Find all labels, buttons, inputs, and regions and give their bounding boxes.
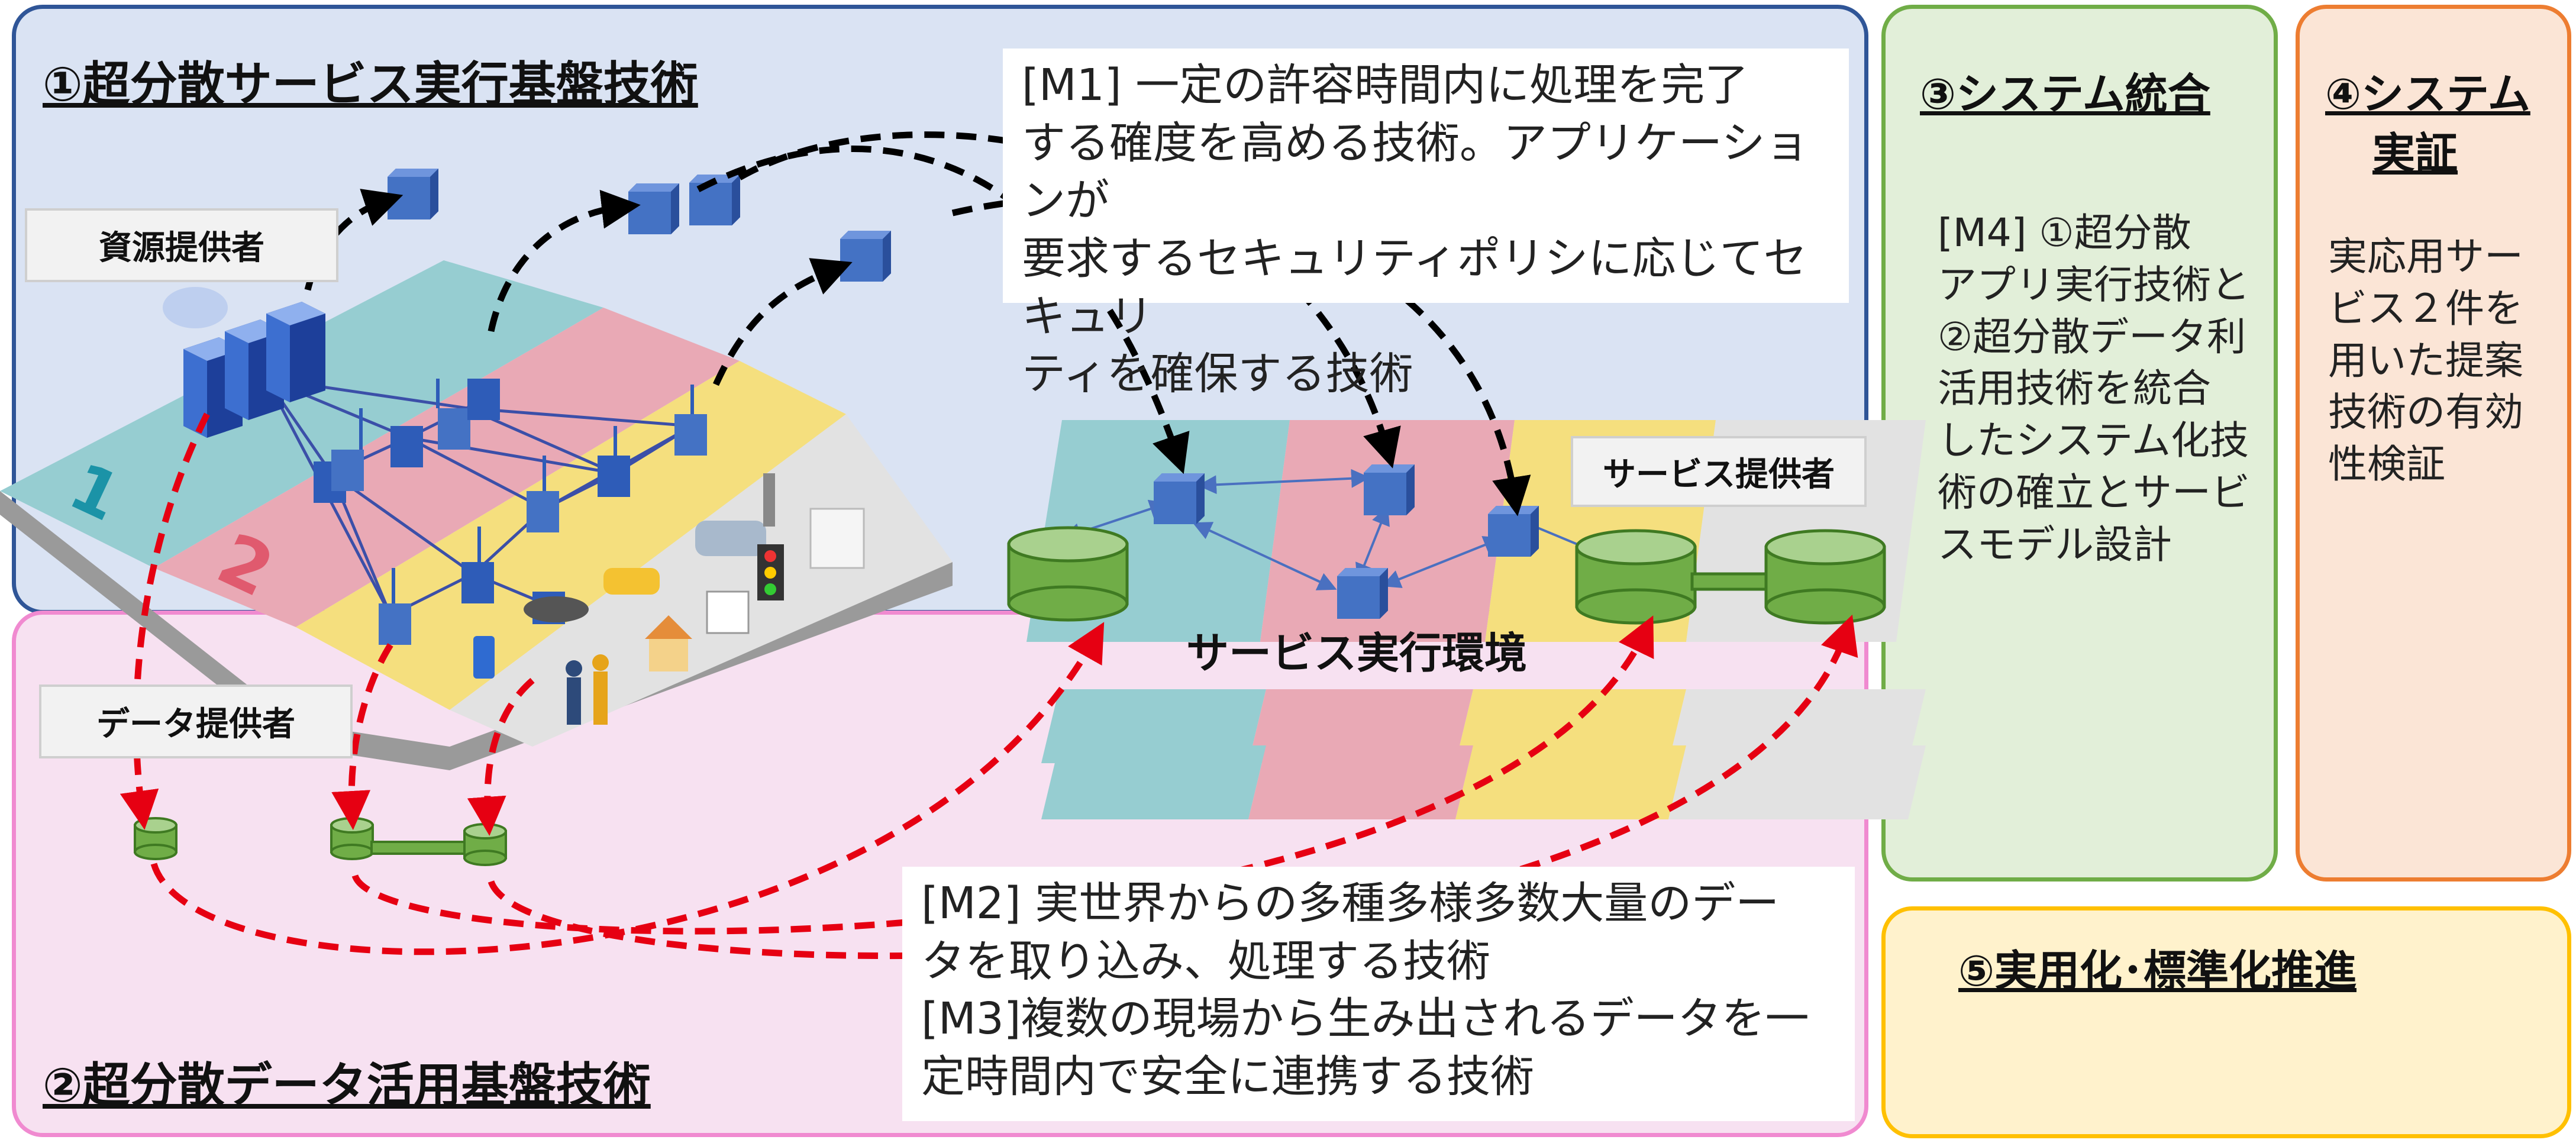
- m2-line-2: タを取り込み、処理する技術: [921, 935, 1490, 987]
- data-provider-label: データ提供者: [39, 684, 353, 758]
- section-title-data-utilization: ②超分散データ活用基盤技術: [43, 1058, 651, 1113]
- zone-pink: [154, 308, 740, 627]
- m2-m3-description: [M2] 実世界からの多種多様多数大量のデー タを取り込み、処理する技術 [M3…: [902, 867, 1855, 1121]
- env-cube-4: [1488, 506, 1539, 557]
- m4-description: [M4] ①超分散 アプリ実行技術と ②超分散データ利 活用技術を統合 したシス…: [1938, 207, 2269, 570]
- demo-line-2: ビス２件を: [2328, 285, 2523, 331]
- m1-line-4: ティを確保する技術: [1022, 348, 1413, 400]
- demo-line-1: 実応用サー: [2328, 234, 2523, 279]
- zone-yellow: [296, 361, 846, 710]
- m3-line-1: [M3]複数の現場から生み出されるデータを一: [921, 993, 1809, 1045]
- m1-description: [M1] 一定の許容時間内に処理を完了 する確度を高める技術。アプリケーションが…: [1003, 49, 1849, 399]
- edge-nodes: [314, 379, 707, 645]
- section-title-system-demonstration-2: 実証: [2372, 128, 2458, 178]
- data-source-cylinders: [134, 817, 507, 866]
- m1-line-3: 要求するセキュリティポリシに応じてセキュリ: [1022, 233, 1807, 342]
- panel-practical-standardization: [1881, 906, 2571, 1138]
- env-cube-2: [1364, 464, 1415, 515]
- section-title-system-integration: ③システム統合: [1920, 69, 2210, 119]
- panel-system-integration: [1881, 5, 2278, 882]
- m4-line-6: 術の確立とサービ: [1938, 469, 2250, 515]
- env-databases: [1007, 526, 1886, 625]
- m4-line-1: [M4] ①超分散: [1938, 210, 2191, 256]
- service-environment-label: サービス実行環境: [1186, 628, 1528, 678]
- demo-line-5: 性検証: [2328, 441, 2445, 487]
- section-title-service-execution: ①超分散サービス実行基盤技術: [43, 57, 698, 112]
- demo-line-4: 技術の有効: [2328, 389, 2523, 435]
- city-objects: [473, 473, 865, 725]
- m4-line-7: スモデル設計: [1938, 521, 2172, 567]
- cube-float-1: [388, 169, 438, 219]
- server-racks: [163, 287, 325, 438]
- m4-line-3: ②超分散データ利: [1938, 314, 2246, 360]
- m2-line-1: [M2] 実世界からの多種多様多数大量のデー: [921, 878, 1780, 929]
- red-dashed-arrows: [120, 412, 1858, 960]
- env-cube-3: [1337, 568, 1388, 619]
- m4-line-5: したシステム化技: [1938, 418, 2249, 464]
- cube-float-4: [840, 231, 891, 282]
- zone-teal: [0, 260, 603, 568]
- env-cube-1: [1154, 473, 1205, 524]
- demonstration-description: 実応用サー ビス２件を 用いた提案 技術の有効 性検証: [2328, 231, 2565, 490]
- cube-float-2: [628, 183, 679, 234]
- m1-line-2: する確度を高める技術。アプリケーションが: [1022, 117, 1809, 227]
- section-title-system-demonstration-1: ④システム: [2325, 69, 2530, 119]
- section-title-practical-standardization: ⑤実用化･標準化推進: [1958, 946, 2357, 996]
- demo-line-3: 用いた提案: [2328, 337, 2523, 383]
- m1-line-1: [M1] 一定の許容時間内に処理を完了: [1022, 60, 1749, 111]
- m3-line-2: 定時間内で安全に連携する技術: [921, 1051, 1534, 1103]
- resource-provider-label: 資源提供者: [25, 208, 338, 282]
- panel-system-demonstration: [2296, 5, 2571, 882]
- m4-line-2: アプリ実行技術と: [1938, 261, 2250, 308]
- service-provider-label: サービス提供者: [1571, 436, 1867, 507]
- m4-line-4: 活用技術を統合: [1938, 366, 2211, 412]
- antennas: [359, 379, 694, 603]
